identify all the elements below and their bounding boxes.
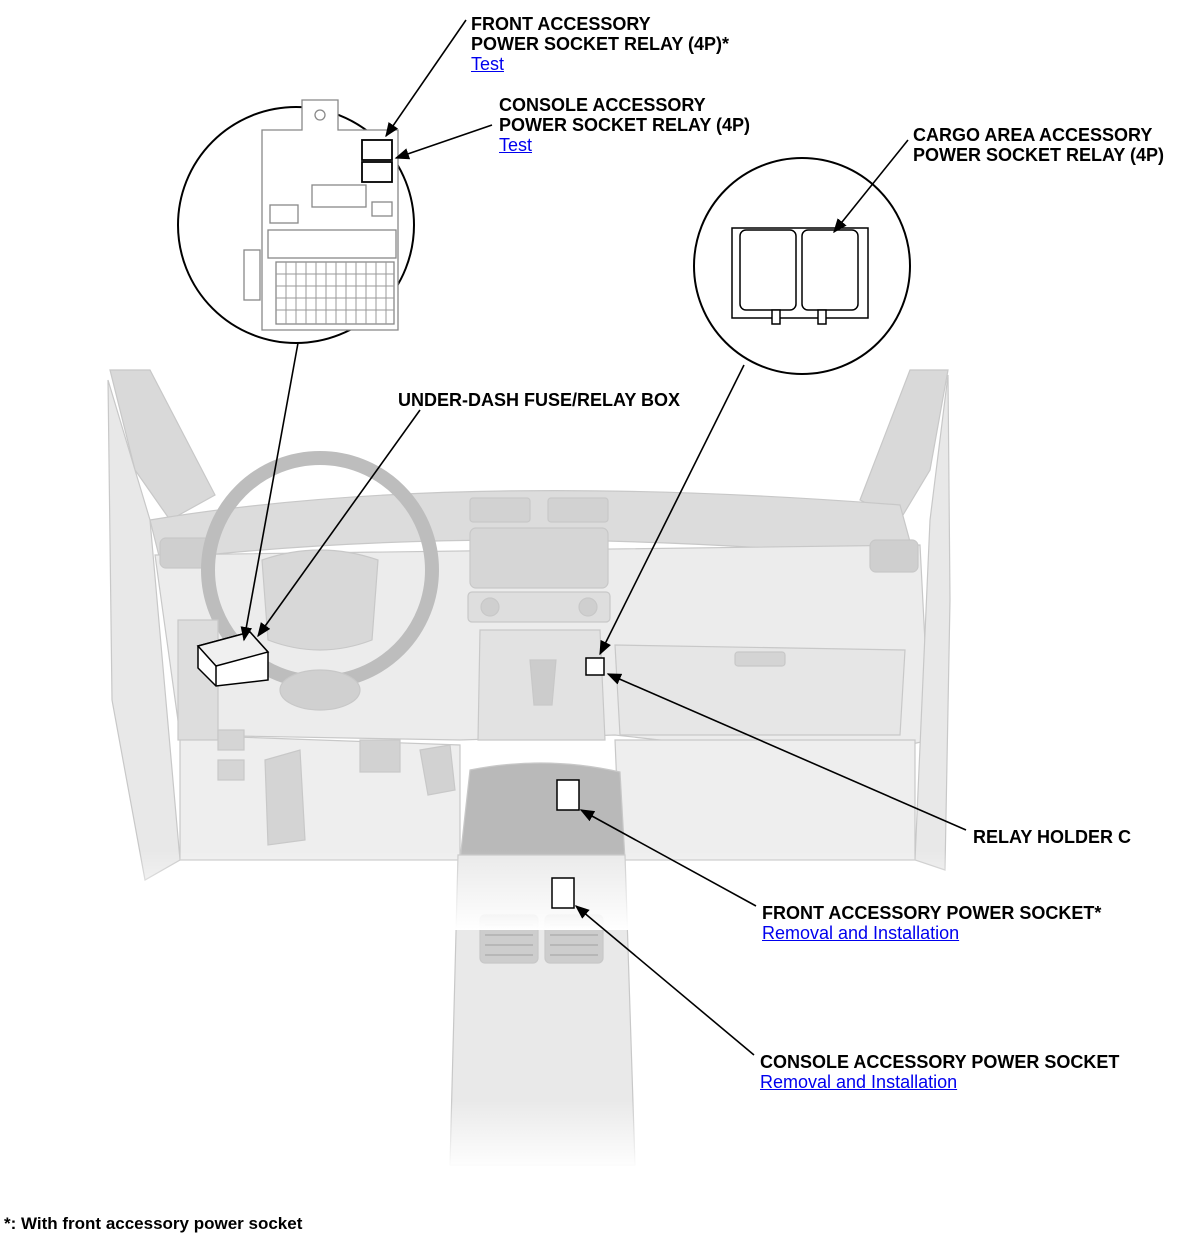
relay-holder-callout: RELAY HOLDER C (973, 827, 1131, 847)
leader-front-relay (385, 19, 467, 138)
console-socket-removal-link[interactable]: Removal and Installation (760, 1072, 958, 1092)
console-accessory-relay-slot (361, 161, 393, 183)
cargo-relay-label-line1: CARGO AREA ACCESSORY (913, 125, 1153, 145)
leader-console-socket (574, 905, 755, 1056)
shift-lever (529, 659, 557, 706)
glove-box-handle (734, 651, 786, 667)
front-accessory-socket-highlight (556, 779, 580, 811)
climate-knob-right (578, 597, 598, 617)
fuse-box-detail-circle (177, 99, 415, 344)
center-vent-right (547, 497, 609, 523)
center-armrest (459, 762, 626, 861)
leader-front-socket (579, 809, 757, 907)
fuse-box-mount-hole (314, 109, 326, 121)
footnote: *: With front accessory power socket (4, 1214, 303, 1233)
front-relay-label-line2: POWER SOCKET RELAY (4P)* (471, 34, 730, 54)
center-vent-left (469, 497, 531, 523)
leader-detail-cargo (599, 364, 745, 656)
leader-console-relay (394, 124, 493, 160)
fuse-box-body (261, 99, 399, 331)
front-socket-label: FRONT ACCESSORY POWER SOCKET* (762, 903, 1102, 923)
cargo-relay-left (739, 229, 797, 311)
console-relay-callout: CONSOLE ACCESSORY POWER SOCKET RELAY (4P… (499, 95, 750, 155)
relay-holder-c-highlight (585, 657, 605, 676)
leader-lines (240, 19, 967, 1056)
fuse-box-callout: UNDER-DASH FUSE/RELAY BOX (398, 390, 680, 410)
steering-column (279, 669, 361, 711)
console-relay-test-link[interactable]: Test (499, 135, 533, 155)
vehicle-interior (107, 369, 951, 1166)
cargo-relay-detail-circle (693, 157, 911, 375)
right-a-pillar (859, 369, 949, 521)
fuse-block (275, 261, 395, 325)
leader-cargo-relay (833, 139, 909, 234)
right-air-vent (869, 539, 919, 573)
glove-box (614, 644, 906, 736)
leader-detail-fuse (240, 342, 299, 642)
cargo-relay-callout: CARGO AREA ACCESSORY POWER SOCKET RELAY … (913, 125, 1164, 165)
front-relay-callout: FRONT ACCESSORY POWER SOCKET RELAY (4P)*… (471, 14, 729, 74)
floor (179, 734, 461, 861)
climate-knob-left (480, 597, 500, 617)
center-display (469, 527, 609, 589)
relay-holder-label: RELAY HOLDER C (973, 827, 1132, 847)
cargo-relay-label-line2: POWER SOCKET RELAY (4P) (913, 145, 1165, 165)
steering-wheel-hub (261, 549, 379, 651)
footrest (264, 749, 306, 846)
brake-pedal (359, 739, 401, 773)
front-accessory-relay-slot (361, 139, 393, 161)
fuse-box-label: UNDER-DASH FUSE/RELAY BOX (398, 390, 681, 410)
console-accessory-socket-highlight (551, 877, 575, 909)
left-lower-switch-1 (217, 729, 245, 751)
front-relay-test-link[interactable]: Test (471, 54, 505, 74)
front-socket-removal-link[interactable]: Removal and Installation (762, 923, 960, 943)
accelerator-pedal (419, 744, 456, 796)
console-relay-label-line2: POWER SOCKET RELAY (4P) (499, 115, 751, 135)
console-socket-callout: CONSOLE ACCESSORY POWER SOCKET Removal a… (760, 1052, 1119, 1092)
left-a-pillar (109, 369, 216, 521)
console-socket-label: CONSOLE ACCESSORY POWER SOCKET (760, 1052, 1120, 1072)
front-relay-label-line1: FRONT ACCESSORY (471, 14, 651, 34)
cargo-relay-right (801, 229, 859, 311)
climate-panel (467, 591, 611, 623)
console-relay-label-line1: CONSOLE ACCESSORY (499, 95, 706, 115)
floor-right (614, 739, 916, 861)
leader-relay-holder (606, 673, 967, 831)
front-socket-callout: FRONT ACCESSORY POWER SOCKET* Removal an… (762, 903, 1101, 943)
left-lower-switch-2 (217, 759, 245, 781)
leader-fuse-box (257, 409, 421, 638)
